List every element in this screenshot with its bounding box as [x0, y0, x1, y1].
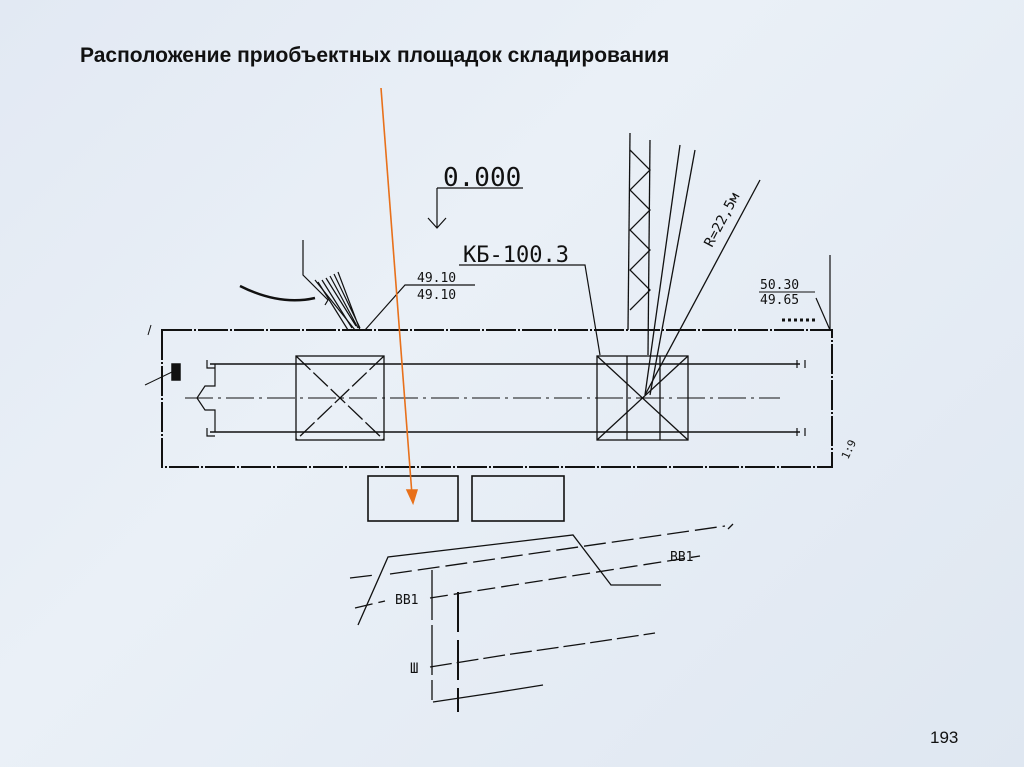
side-label: 1:9	[839, 438, 859, 462]
level-mark-text: 0.000	[443, 163, 521, 193]
elevation-left-top: 49.10	[417, 271, 456, 286]
crane-tower	[627, 132, 761, 396]
utility-label-sh: Ш	[410, 661, 418, 677]
utility-label-bb1-right: BB1	[670, 550, 693, 565]
excavation-section	[349, 523, 734, 712]
storage-area-left	[295, 355, 385, 441]
storage-pad-1	[367, 475, 459, 522]
crane-end-symbol	[196, 364, 216, 432]
crane-label: КБ-100.3	[463, 243, 569, 268]
crane-label-leader	[459, 264, 601, 356]
storage-pad-2	[471, 475, 565, 522]
pointer-arrowhead-icon	[405, 489, 419, 506]
elevation-left-bottom: 49.10	[417, 288, 456, 303]
elevation-left-leader	[364, 284, 475, 331]
rail-stops	[206, 360, 806, 437]
pointer-arrow	[380, 87, 413, 496]
elevation-right-leader	[815, 255, 831, 331]
slope-hatch	[239, 240, 361, 331]
switch-box	[171, 363, 181, 381]
level-mark-leader	[427, 187, 523, 229]
radius-label: R=22,5м	[701, 190, 743, 250]
page-number: 193	[930, 728, 959, 747]
utility-label-bb1-left: BB1	[395, 593, 418, 608]
elevation-right-bottom: 49.65	[760, 293, 799, 308]
elevation-right-top: 50.30	[760, 278, 799, 293]
crane-track-area	[161, 329, 833, 468]
crane-base	[596, 355, 689, 441]
slide-title: Расположение приобъектных площадок склад…	[80, 44, 670, 67]
